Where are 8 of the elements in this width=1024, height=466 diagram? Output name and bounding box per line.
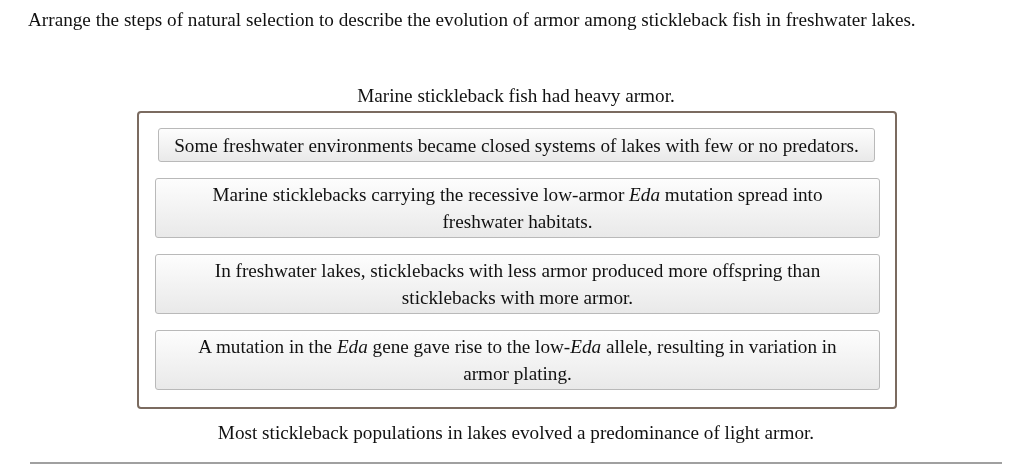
question-text: Arrange the steps of natural selection to describe the evolution of armor among stickleback fish in freshwater lakes. bbox=[28, 8, 916, 32]
drag-card: Marine sticklebacks carrying the recessive low-armor Eda mutation spread into freshwater habitats. bbox=[155, 178, 880, 238]
drag-card: In freshwater lakes, sticklebacks with less armor produced more offspring than sticklebacks with more armor. bbox=[155, 254, 880, 314]
drag-card: A mutation in the Eda gene gave rise to the low-Eda allele, resulting in variation in armor plating. bbox=[155, 330, 880, 390]
drag-card: Some freshwater environments became closed systems of lakes with few or no predators. bbox=[158, 128, 875, 162]
statement-text: Marine stickleback fish had heavy armor. bbox=[357, 84, 675, 108]
drop-zone bbox=[137, 111, 897, 409]
statement-text: Most stickleback populations in lakes evolved a predominance of light armor. bbox=[217, 421, 815, 445]
